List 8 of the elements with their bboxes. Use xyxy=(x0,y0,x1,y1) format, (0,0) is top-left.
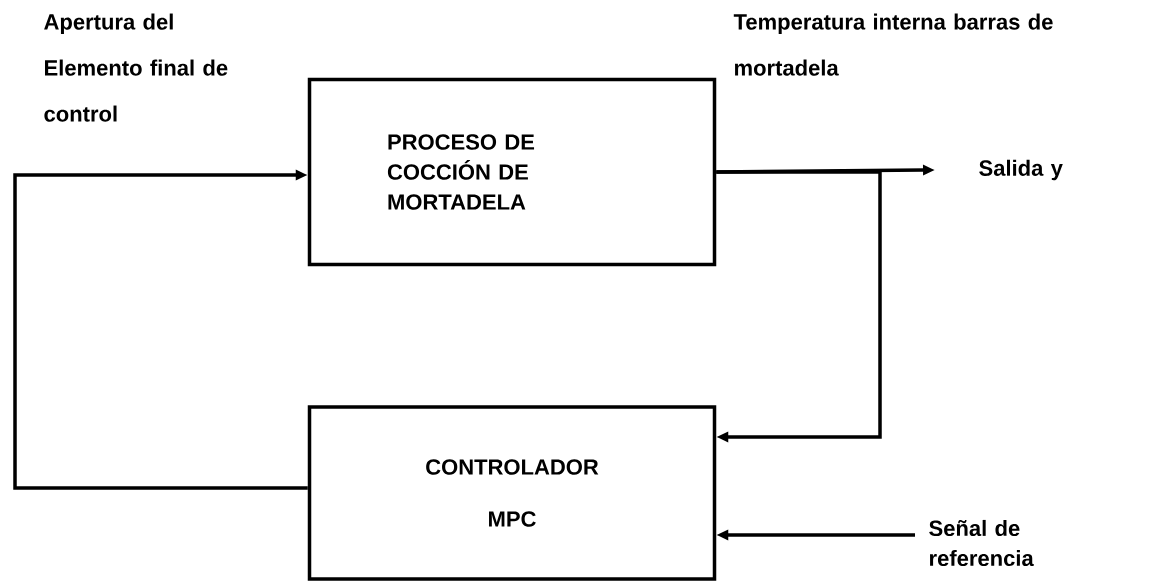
controller-box: CONTROLADOR MPC xyxy=(307,405,717,581)
process-box: PROCESO DE COCCIÓN DE MORTADELA xyxy=(307,77,717,267)
arrow xyxy=(13,169,308,490)
signal-text: Salida y xyxy=(979,159,1063,181)
signal-label: Apertura del Elemento final de control xyxy=(44,13,228,122)
signal-label: Temperatura interna barras de mortadela xyxy=(733,13,1053,76)
signal-text: Señal de referencia xyxy=(929,519,1034,567)
arrow xyxy=(716,170,882,443)
